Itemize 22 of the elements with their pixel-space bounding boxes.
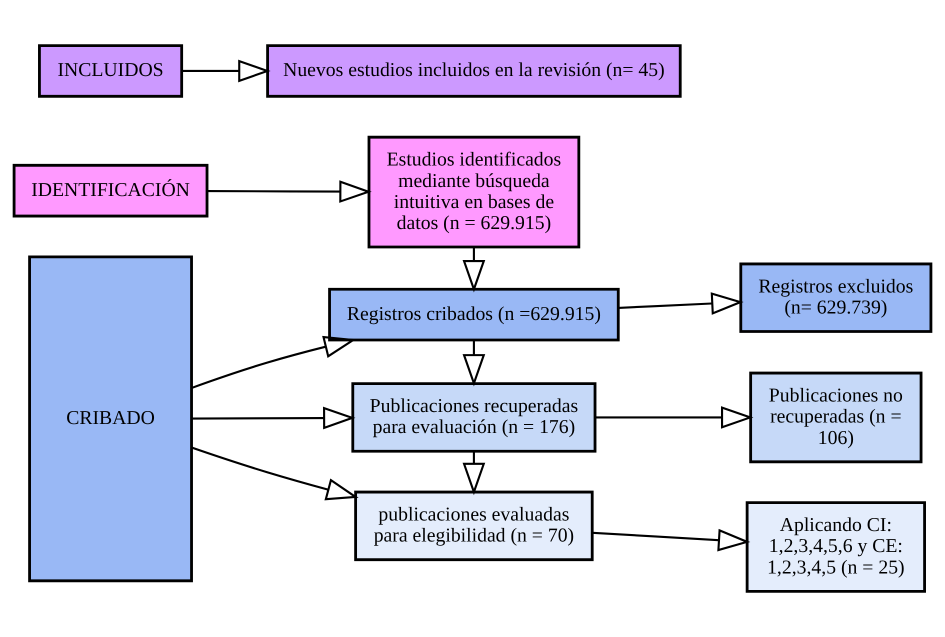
arrow xyxy=(462,452,486,496)
node-box: CRIBADO xyxy=(28,255,193,582)
arrow xyxy=(592,528,750,552)
node-box: Registros cribados (n =629.915) xyxy=(328,288,620,342)
arrow xyxy=(191,336,356,389)
node-box: Registros excluidos (n= 629.739) xyxy=(739,262,932,333)
node-box: publicaciones evaluadas para elegibilidad (n = 70) xyxy=(354,490,594,562)
arrow xyxy=(191,446,359,500)
node-box: Nuevos estudios incluidos en la revisión (n= 45) xyxy=(266,44,682,98)
arrow xyxy=(618,292,744,315)
node-box: INCLUIDOS xyxy=(38,44,184,98)
node-box: Publicaciones recuperadas para evaluación (n = 176) xyxy=(351,382,596,453)
arrow xyxy=(462,340,486,386)
arrow xyxy=(192,406,356,430)
arrow xyxy=(595,406,754,429)
arrow xyxy=(207,180,372,203)
arrow xyxy=(182,60,271,82)
node-box: Publicaciones no recuperadas (n = 106) xyxy=(749,372,922,464)
node-box: Estudios identificados mediante búsqueda intuitiva en bases de datos (n = 629.915) xyxy=(368,136,580,248)
node-box: Aplicando CI: 1,2,3,4,5,6 y CE: 1,2,3,4,5 (n = 25) xyxy=(746,501,926,593)
arrow xyxy=(462,247,486,292)
node-box: IDENTIFICACIÓN xyxy=(12,164,208,218)
